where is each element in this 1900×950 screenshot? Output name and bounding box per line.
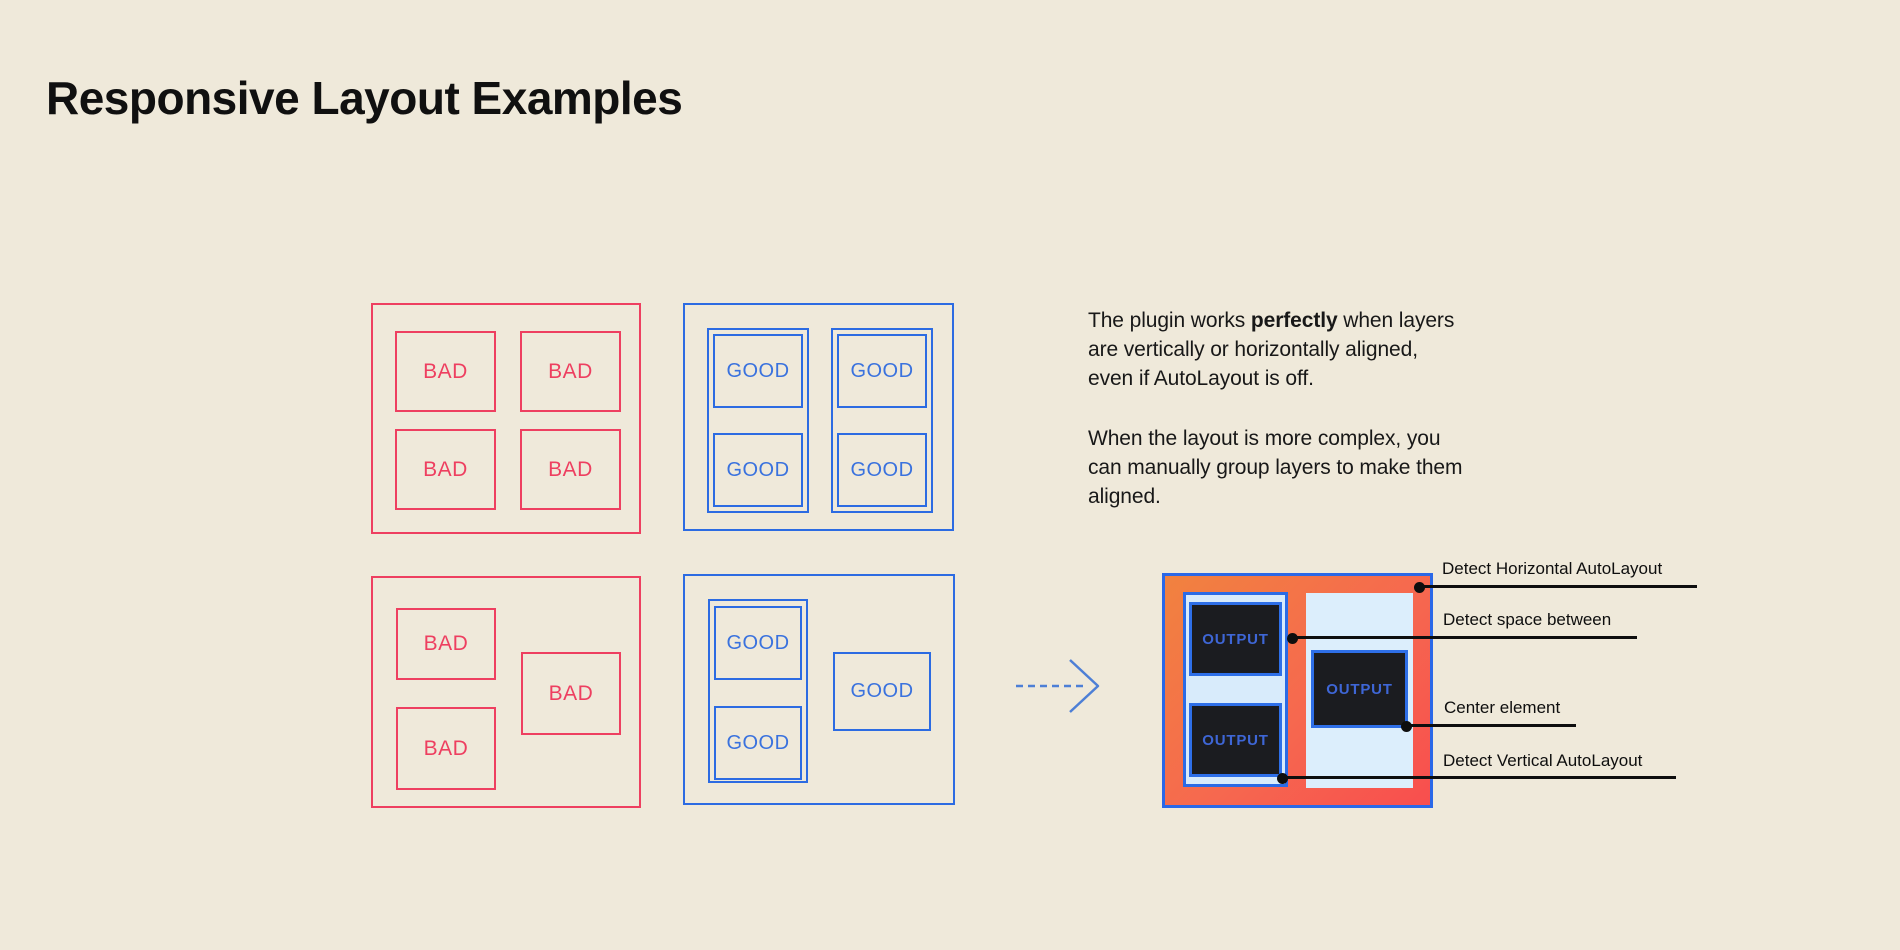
callout-line: [1292, 636, 1637, 639]
center-element-strip: OUTPUT: [1306, 593, 1413, 788]
good-aligned-panel: GOOD GOOD GOOD GOOD: [683, 303, 954, 531]
bad-box: BAD: [520, 429, 621, 510]
bad-box: BAD: [520, 331, 621, 412]
callout-line: [1406, 724, 1576, 727]
good-group: GOOD GOOD: [708, 599, 808, 783]
good-box: GOOD: [837, 433, 927, 507]
description-text-span: The plugin works: [1088, 309, 1251, 332]
good-box: GOOD: [713, 334, 803, 408]
bad-box: BAD: [395, 331, 496, 412]
description-text: The plugin works perfectly when layers a…: [1088, 306, 1466, 511]
bad-box: BAD: [396, 707, 496, 790]
output-box: OUTPUT: [1189, 703, 1282, 777]
callout-line: [1282, 776, 1676, 779]
description-paragraph-2: When the layout is more complex, you can…: [1088, 427, 1463, 508]
description-text-span: when layers are vertically or horizontal…: [1088, 309, 1455, 390]
bad-aligned-panel: BAD BAD BAD BAD: [371, 303, 641, 534]
good-box: GOOD: [833, 652, 931, 731]
bad-complex-panel: BAD BAD BAD: [371, 576, 641, 808]
bad-box: BAD: [396, 608, 496, 680]
good-box: GOOD: [837, 334, 927, 408]
output-diagram: OUTPUT OUTPUT OUTPUT: [1162, 573, 1433, 808]
good-box: GOOD: [714, 706, 802, 780]
output-box: OUTPUT: [1189, 602, 1282, 676]
bad-box: BAD: [395, 429, 496, 510]
bad-box: BAD: [521, 652, 621, 735]
good-box: GOOD: [714, 606, 802, 680]
good-group: GOOD GOOD: [707, 328, 809, 513]
callout-label: Detect Horizontal AutoLayout: [1442, 559, 1663, 578]
description-bold-span: perfectly: [1250, 309, 1338, 332]
description-paragraph-1: The plugin works perfectly when layers a…: [1088, 306, 1466, 393]
good-complex-panel: GOOD GOOD GOOD: [683, 574, 955, 805]
transform-arrow-icon: [1016, 659, 1100, 713]
callout-label: Detect Vertical AutoLayout: [1443, 751, 1643, 770]
output-box: OUTPUT: [1311, 650, 1408, 728]
callout-line: [1419, 585, 1697, 588]
callout-label: Center element: [1444, 698, 1561, 717]
good-box: GOOD: [713, 433, 803, 507]
page-title: Responsive Layout Examples: [46, 71, 683, 124]
callout-label: Detect space between: [1443, 610, 1612, 629]
vertical-autolayout-strip: OUTPUT OUTPUT: [1183, 592, 1288, 787]
good-group: GOOD GOOD: [831, 328, 933, 513]
